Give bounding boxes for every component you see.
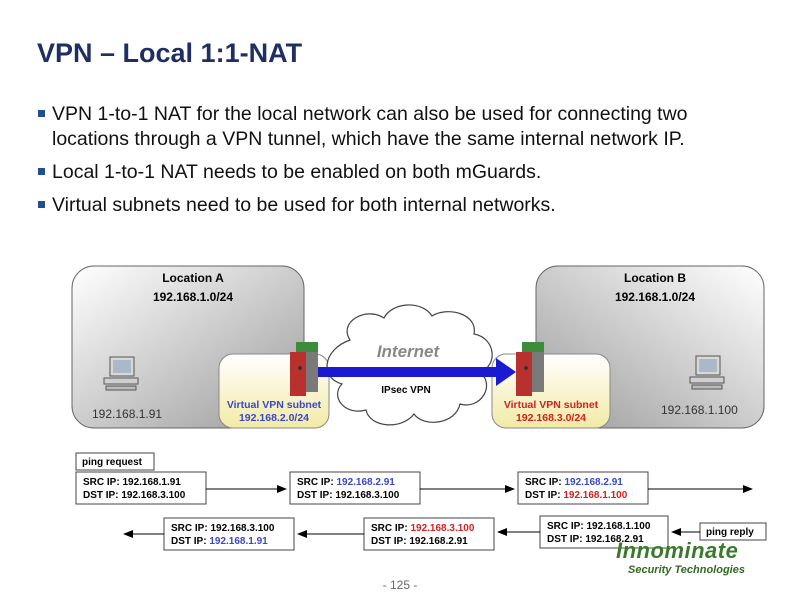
- src-prefix: SRC IP:: [171, 523, 208, 534]
- reply-packet: SRC IP: 192.168.3.100 DST IP: 192.168.2.…: [363, 517, 495, 551]
- svg-text:DST IP: 192.168.3.100: DST IP: 192.168.3.100: [83, 490, 186, 501]
- ping-reply-label: ping reply: [706, 527, 754, 538]
- location-a-title: Location A: [162, 271, 224, 285]
- bullet-item: Virtual subnets need to be used for both…: [38, 193, 768, 218]
- virtual-subnet-b-label: Virtual VPN subnet: [504, 399, 599, 411]
- mguard-device-a-icon: [290, 342, 318, 396]
- bullet-text: Local 1-to-1 NAT needs to be enabled on …: [52, 161, 542, 183]
- svg-text:DST IP: 192.168.3.100: DST IP: 192.168.3.100: [297, 490, 400, 501]
- request-packet: SRC IP: 192.168.1.91 DST IP: 192.168.3.1…: [75, 471, 207, 505]
- svg-text:DST IP: 192.168.1.100: DST IP: 192.168.1.100: [525, 490, 628, 501]
- bullet-square-icon: [38, 168, 45, 175]
- bullet-square-icon: [38, 110, 45, 117]
- bullet-item: Local 1-to-1 NAT needs to be enabled on …: [38, 160, 768, 185]
- src-prefix: SRC IP:: [371, 523, 408, 534]
- dst-ip: 192.168.2.91: [409, 536, 468, 547]
- dst-ip: 192.168.3.100: [121, 490, 185, 501]
- mguard-device-b-icon: [516, 342, 544, 396]
- svg-text:SRC IP: 192.168.3.100: SRC IP: 192.168.3.100: [371, 523, 475, 534]
- src-prefix: SRC IP:: [525, 477, 562, 488]
- location-b-network: 192.168.1.0/24: [615, 290, 695, 304]
- dst-prefix: DST IP:: [297, 490, 333, 501]
- computer-b-icon: [689, 355, 725, 390]
- src-prefix: SRC IP:: [83, 477, 120, 488]
- location-a-network: 192.168.1.0/24: [153, 290, 233, 304]
- bullet-list: VPN 1-to-1 NAT for the local network can…: [38, 102, 768, 226]
- svg-text:SRC IP: 192.168.3.100: SRC IP: 192.168.3.100: [171, 523, 275, 534]
- dst-ip: 192.168.1.91: [209, 536, 268, 547]
- src-ip: 192.168.1.91: [122, 477, 181, 488]
- slide-title: VPN – Local 1:1-NAT: [37, 38, 303, 68]
- bullet-text: Virtual subnets need to be used for both…: [52, 194, 556, 216]
- pc-a-ip: 192.168.1.91: [92, 407, 162, 421]
- vpn-tunnel-arrowhead-icon: [496, 358, 516, 386]
- internet-cloud-icon: [326, 304, 493, 426]
- src-ip: 192.168.1.100: [586, 521, 650, 532]
- company-logo: Innominate Security Technologies: [610, 538, 780, 578]
- bullet-item: VPN 1-to-1 NAT for the local network can…: [38, 102, 768, 152]
- page-number: - 125 -: [382, 578, 418, 592]
- src-ip: 192.168.3.100: [410, 523, 474, 534]
- request-packet: SRC IP: 192.168.2.91 DST IP: 192.168.3.1…: [289, 471, 421, 505]
- src-prefix: SRC IP:: [297, 477, 334, 488]
- logo-brand: Innominate: [616, 538, 739, 563]
- src-prefix: SRC IP:: [547, 521, 584, 532]
- bullet-text: VPN 1-to-1 NAT for the local network can…: [52, 103, 688, 150]
- reply-packet: SRC IP: 192.168.1.100 DST IP: 192.168.2.…: [539, 515, 669, 549]
- src-ip: 192.168.2.91: [336, 477, 395, 488]
- bullet-square-icon: [38, 201, 45, 208]
- dst-ip: 192.168.3.100: [335, 490, 399, 501]
- svg-text:DST IP: 192.168.2.91: DST IP: 192.168.2.91: [371, 536, 468, 547]
- vpn-tunnel-bar: [318, 367, 504, 377]
- virtual-subnet-a-label: Virtual VPN subnet: [227, 399, 322, 411]
- src-ip: 192.168.3.100: [210, 523, 274, 534]
- logo-tagline: Security Technologies: [628, 564, 745, 576]
- dst-prefix: DST IP:: [171, 536, 207, 547]
- reply-packet: SRC IP: 192.168.3.100 DST IP: 192.168.1.…: [163, 517, 295, 551]
- dst-ip: 192.168.2.91: [585, 534, 644, 545]
- dst-prefix: DST IP:: [83, 490, 119, 501]
- internet-label: Internet: [377, 342, 441, 361]
- dst-prefix: DST IP:: [547, 534, 583, 545]
- src-ip: 192.168.2.91: [564, 477, 623, 488]
- svg-text:DST IP: 192.168.2.91: DST IP: 192.168.2.91: [547, 534, 644, 545]
- tunnel-label: IPsec VPN: [381, 385, 430, 396]
- virtual-subnet-a-network: 192.168.2.0/24: [239, 412, 309, 424]
- ping-request-tag: [75, 452, 155, 471]
- computer-a-icon: [103, 356, 139, 391]
- dst-prefix: DST IP:: [525, 490, 561, 501]
- svg-text:DST IP: 192.168.1.91: DST IP: 192.168.1.91: [171, 536, 268, 547]
- svg-text:SRC IP: 192.168.1.91: SRC IP: 192.168.1.91: [83, 477, 181, 488]
- ping-request-label: ping request: [82, 457, 143, 468]
- location-b-title: Location B: [624, 271, 686, 285]
- dst-ip: 192.168.1.100: [563, 490, 627, 501]
- svg-text:SRC IP: 192.168.2.91: SRC IP: 192.168.2.91: [525, 477, 623, 488]
- virtual-subnet-b-network: 192.168.3.0/24: [516, 412, 586, 424]
- dst-prefix: DST IP:: [371, 536, 407, 547]
- svg-text:SRC IP: 192.168.2.91: SRC IP: 192.168.2.91: [297, 477, 395, 488]
- request-packet: SRC IP: 192.168.2.91 DST IP: 192.168.1.1…: [517, 471, 649, 505]
- pc-b-ip: 192.168.1.100: [661, 403, 738, 417]
- svg-text:SRC IP: 192.168.1.100: SRC IP: 192.168.1.100: [547, 521, 651, 532]
